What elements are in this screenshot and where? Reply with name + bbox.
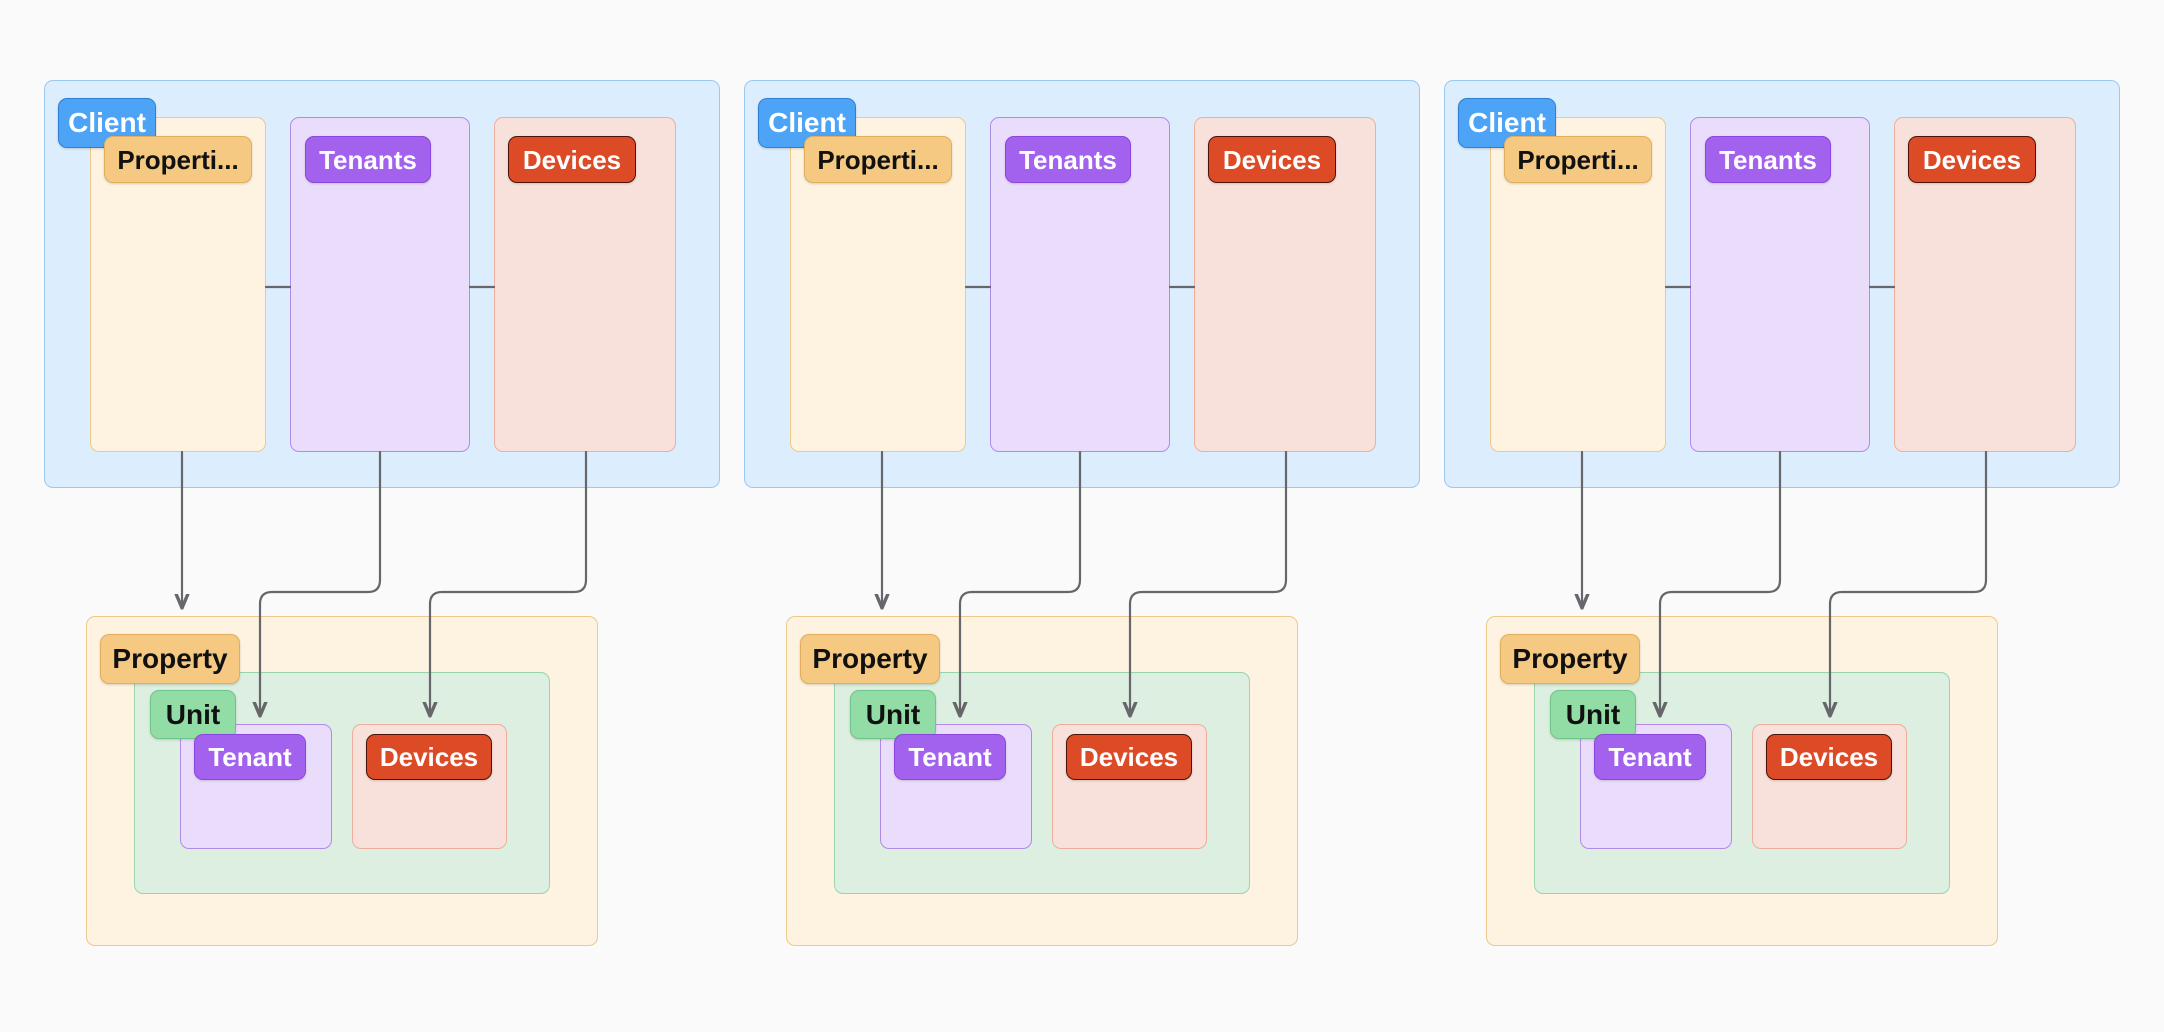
devices-leaf-badge-3[interactable]: Devices (1766, 734, 1892, 780)
devices-badge-1[interactable]: Devices (508, 136, 636, 183)
devices-badge-3[interactable]: Devices (1908, 136, 2036, 183)
unit-badge-2[interactable]: Unit (850, 690, 936, 739)
devices-leaf-badge-2[interactable]: Devices (1066, 734, 1192, 780)
tenants-badge-2[interactable]: Tenants (1005, 136, 1131, 183)
tenants-badge-3[interactable]: Tenants (1705, 136, 1831, 183)
tenant-badge-3[interactable]: Tenant (1594, 734, 1706, 780)
devices-leaf-badge-1[interactable]: Devices (366, 734, 492, 780)
tenant-badge-2[interactable]: Tenant (894, 734, 1006, 780)
properties-badge-3[interactable]: Properti... (1504, 136, 1652, 183)
properties-badge-2[interactable]: Properti... (804, 136, 952, 183)
devices-badge-2[interactable]: Devices (1208, 136, 1336, 183)
property-badge-3[interactable]: Property (1500, 634, 1640, 684)
property-badge-1[interactable]: Property (100, 634, 240, 684)
unit-badge-1[interactable]: Unit (150, 690, 236, 739)
property-badge-2[interactable]: Property (800, 634, 940, 684)
tenants-badge-1[interactable]: Tenants (305, 136, 431, 183)
unit-badge-3[interactable]: Unit (1550, 690, 1636, 739)
tenant-badge-1[interactable]: Tenant (194, 734, 306, 780)
properties-badge-1[interactable]: Properti... (104, 136, 252, 183)
